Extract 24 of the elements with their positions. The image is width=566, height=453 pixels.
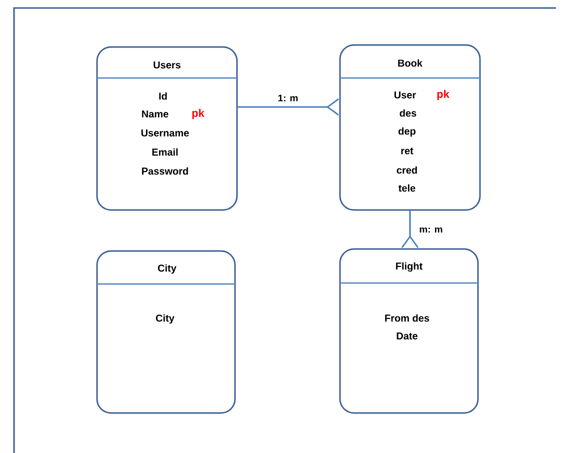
- field-text: tele: [398, 184, 416, 192]
- field-text: Email: [152, 148, 178, 156]
- key-marker: pk: [192, 108, 204, 120]
- field-text: ret: [401, 148, 414, 154]
- connector: [238, 98, 339, 116]
- field-text: From des: [385, 314, 430, 322]
- field-text: Id: [159, 92, 167, 100]
- edge-label: 1: m: [276, 94, 300, 102]
- field-text: City: [156, 314, 174, 324]
- entity-title: City: [158, 264, 176, 274]
- field-text: cred: [396, 166, 417, 174]
- field-text: des: [400, 109, 416, 117]
- entity-title: Flight: [396, 262, 422, 272]
- field-text: Password: [142, 167, 188, 175]
- entity-title: Book: [398, 59, 422, 67]
- entity-title: Users: [154, 62, 180, 68]
- key-marker: pk: [437, 90, 450, 100]
- field-text: User: [394, 92, 416, 98]
- field-text: Name: [142, 110, 168, 118]
- field-text: Username: [141, 130, 189, 136]
- field-text: Date: [396, 332, 418, 340]
- edge-label: m: m: [418, 226, 444, 234]
- connector: [401, 210, 419, 248]
- field-text: dep: [398, 127, 416, 137]
